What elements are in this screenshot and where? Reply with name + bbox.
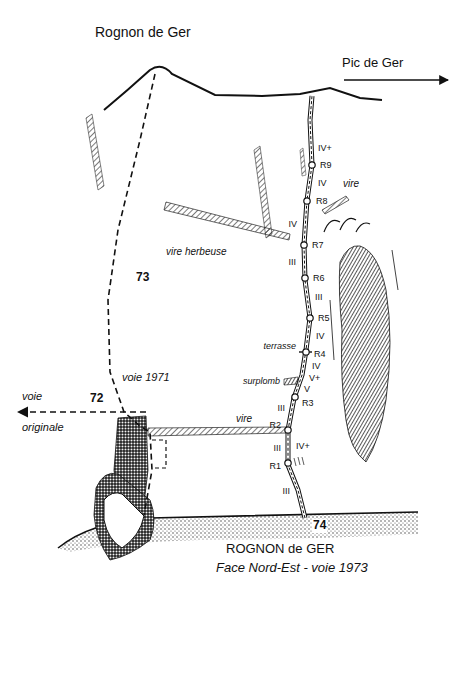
grade: IV+: [318, 143, 332, 153]
summit-name: Rognon de Ger: [95, 24, 191, 40]
route-number: 72: [90, 392, 103, 406]
right-rock-mass: [339, 246, 390, 462]
belay-points: [285, 427, 291, 433]
overhang-marks: [356, 223, 370, 232]
grade: IV+: [296, 441, 310, 451]
ledge-label: vire: [236, 413, 252, 425]
belay-label: R2: [269, 420, 281, 430]
grade: IV: [318, 178, 327, 188]
grade: V: [304, 384, 310, 394]
pillar: [104, 493, 144, 548]
route-73: [108, 74, 166, 515]
overhang-marks: [324, 218, 370, 232]
rock-streaks: [254, 146, 272, 238]
feature-label: surplomb: [243, 376, 280, 386]
belay-label: R4: [314, 349, 326, 359]
ledge-label: terrasse: [263, 341, 296, 351]
caption-text: Face Nord-Est - voie 1973: [216, 561, 368, 576]
right-rock-mass: [330, 300, 334, 360]
pic-de-ger-arrow: [344, 80, 448, 81]
direction-label: Pic de Ger: [342, 56, 403, 71]
route-72-arrow: [18, 411, 146, 413]
grade: IV: [288, 219, 297, 229]
right-rock-mass: [392, 250, 398, 290]
route-72-arrow: [18, 412, 146, 413]
belay-points: [285, 162, 315, 466]
grade: V+: [309, 373, 320, 383]
surplomb-mark: [284, 377, 298, 385]
caption-title: ROGNON de GER: [226, 542, 334, 557]
belay-points: [292, 394, 298, 400]
grade: IV: [312, 361, 321, 371]
right-rock-mass: [330, 246, 398, 462]
route-number: 73: [136, 271, 149, 285]
belay-points: [301, 242, 307, 248]
belay-label: R1: [269, 461, 281, 471]
surplomb-mark: [284, 377, 298, 385]
grade: III: [273, 443, 281, 453]
belay-points: [285, 460, 291, 466]
rock-streaks: [86, 114, 306, 238]
vire-band: [148, 427, 286, 436]
pillar: [94, 416, 154, 560]
ledge-label: vire: [343, 178, 359, 190]
overhang-marks: [340, 218, 356, 230]
belay-label: R6: [313, 273, 325, 283]
grade: III: [288, 257, 296, 267]
belay-points: [307, 315, 313, 321]
r1-ticks: [294, 457, 304, 466]
belay-label: R3: [302, 398, 314, 408]
belay-label: R5: [318, 313, 330, 323]
belay-label: R8: [316, 196, 328, 206]
route-number: 74: [312, 519, 327, 533]
ridge-line: [104, 67, 382, 110]
route-74: [288, 96, 312, 518]
rock-streaks: [86, 114, 104, 190]
overhang-marks: [324, 220, 340, 232]
belay-label: R7: [312, 240, 324, 250]
belay-points: [303, 349, 309, 355]
pic-de-ger-arrow: [344, 79, 448, 80]
grade: III: [315, 292, 323, 302]
route-73: [108, 74, 155, 515]
grade: III: [282, 486, 290, 496]
route-74: [288, 96, 312, 518]
belay-points: [309, 162, 315, 168]
vire-herbeuse-band: [164, 202, 290, 240]
pillar: [94, 473, 154, 560]
route-73: [152, 440, 166, 468]
ridge-line: [104, 67, 382, 110]
belay-points: [302, 275, 308, 281]
route-74: [288, 96, 312, 518]
grade: III: [277, 403, 285, 413]
route-name: voie 1971: [122, 371, 170, 384]
belay-label: R9: [320, 160, 332, 170]
rock-streaks: [300, 148, 306, 176]
r1-ticks: [294, 457, 304, 466]
vire-band: [148, 427, 286, 436]
route-name: voie originale: [22, 381, 80, 443]
vire-herbeuse-band: [164, 202, 290, 240]
grade: IV: [316, 331, 325, 341]
belay-points: [304, 198, 310, 204]
route-74: [288, 96, 312, 518]
ledge-label: vire herbeuse: [166, 246, 227, 258]
